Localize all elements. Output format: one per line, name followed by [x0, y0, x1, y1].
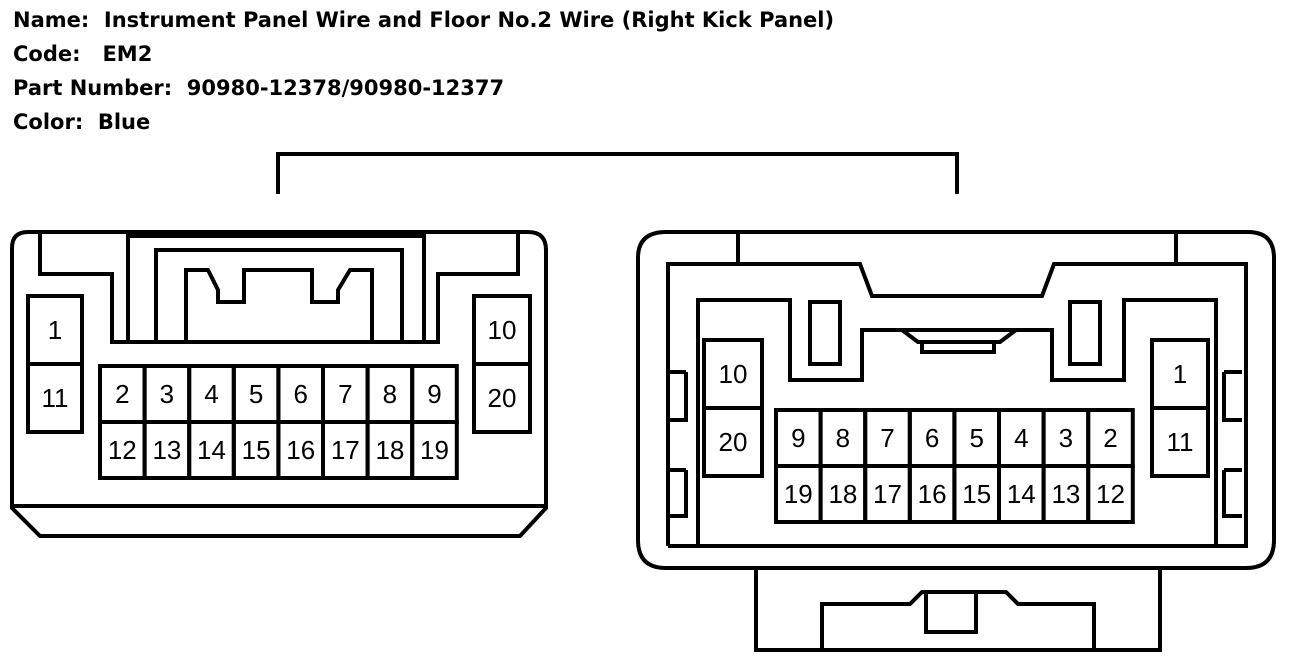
left-connector-lock-frame [154, 248, 404, 342]
right-connector-bottom-tab [754, 568, 1162, 652]
right-connector-inner-frame [666, 232, 740, 546]
pin-2-label: 2 [1103, 423, 1117, 453]
part-number-line: Part Number: 90980-12378/90980-12377 [13, 76, 504, 100]
pin-15-label: 15 [962, 479, 991, 509]
code-line: Code: EM2 [13, 42, 152, 66]
part-number-label: Part Number: [13, 76, 173, 100]
pin-19-label: 19 [420, 435, 449, 465]
pin-19-label: 19 [784, 479, 813, 509]
pin-14-label: 14 [1007, 479, 1036, 509]
pin-7-label: 7 [880, 423, 894, 453]
name-label: Name: [13, 8, 90, 32]
right-connector-latch [920, 340, 996, 354]
pin-19-cavity [410, 420, 459, 480]
right-connector-keyway [738, 262, 1176, 298]
pin-14-label: 14 [197, 435, 226, 465]
pin-17-label: 17 [873, 479, 902, 509]
pin-18-label: 18 [375, 435, 404, 465]
pin-12-label: 12 [1096, 479, 1125, 509]
right-connector-housing [636, 230, 1276, 570]
pin-9-label: 9 [791, 423, 805, 453]
pin-13-label: 13 [1051, 479, 1080, 509]
pin-16-label: 16 [286, 435, 315, 465]
right-connector-inner-channel [696, 298, 1218, 546]
pin-6-label: 6 [925, 423, 939, 453]
pin-10-label: 10 [488, 315, 517, 345]
pin-20-label: 20 [719, 427, 748, 457]
left-connector-inner-rim [38, 232, 520, 344]
pin-6-label: 6 [293, 379, 307, 409]
color-value: Blue [97, 110, 151, 134]
right-connector-right-slot [1068, 300, 1102, 366]
pin-4-label: 4 [204, 379, 218, 409]
pin-1-label: 1 [48, 315, 62, 345]
pin-20-cavity [472, 362, 532, 434]
pin-16-label: 16 [918, 479, 947, 509]
pin-2-label: 2 [115, 379, 129, 409]
name-value: Instrument Panel Wire and Floor No.2 Wir… [103, 8, 835, 32]
pin-15-label: 15 [242, 435, 271, 465]
pin-20-cavity [702, 406, 764, 478]
right-connector-bottom-lock [820, 590, 1096, 650]
right-connector-bottom-latch [924, 590, 978, 634]
pin-12-label: 12 [108, 435, 137, 465]
right-connector-inner-frame-right [668, 232, 1248, 548]
pin-17-label: 17 [331, 435, 360, 465]
pin-9-label: 9 [427, 379, 441, 409]
name-line: Name: Instrument Panel Wire and Floor No… [13, 8, 834, 32]
pin-8-label: 8 [383, 379, 397, 409]
pin-8-label: 8 [836, 423, 850, 453]
pin-11-cavity [1150, 406, 1210, 478]
pin-4-label: 4 [1014, 423, 1028, 453]
code-value: EM2 [102, 42, 153, 66]
right-connector-left-slot [808, 300, 842, 366]
pin-20-label: 20 [488, 383, 517, 413]
left-connector-housing [10, 230, 548, 538]
pin-11-label: 11 [42, 383, 69, 413]
pin-3-label: 3 [160, 379, 174, 409]
pin-12-cavity [1086, 464, 1135, 524]
pin-5-label: 5 [249, 379, 263, 409]
color-label: Color: [13, 110, 84, 134]
pin-18-label: 18 [828, 479, 857, 509]
pairing-bracket [276, 152, 959, 194]
code-label: Code: [13, 42, 81, 66]
left-connector-lock-outline [184, 268, 374, 342]
pin-10-label: 10 [719, 359, 748, 389]
right-connector-right-notches [1222, 370, 1242, 518]
pin-11-cavity [26, 362, 84, 434]
color-line: Color: Blue [13, 110, 150, 134]
right-connector-left-notches [668, 370, 688, 518]
pin-3-label: 3 [1059, 423, 1073, 453]
pin-1-label: 1 [1173, 359, 1187, 389]
pin-7-label: 7 [338, 379, 352, 409]
pin-13-label: 13 [152, 435, 181, 465]
pin-11-label: 11 [1167, 427, 1194, 457]
pin-5-label: 5 [969, 423, 983, 453]
part-number-value: 90980-12378/90980-12377 [186, 76, 505, 100]
